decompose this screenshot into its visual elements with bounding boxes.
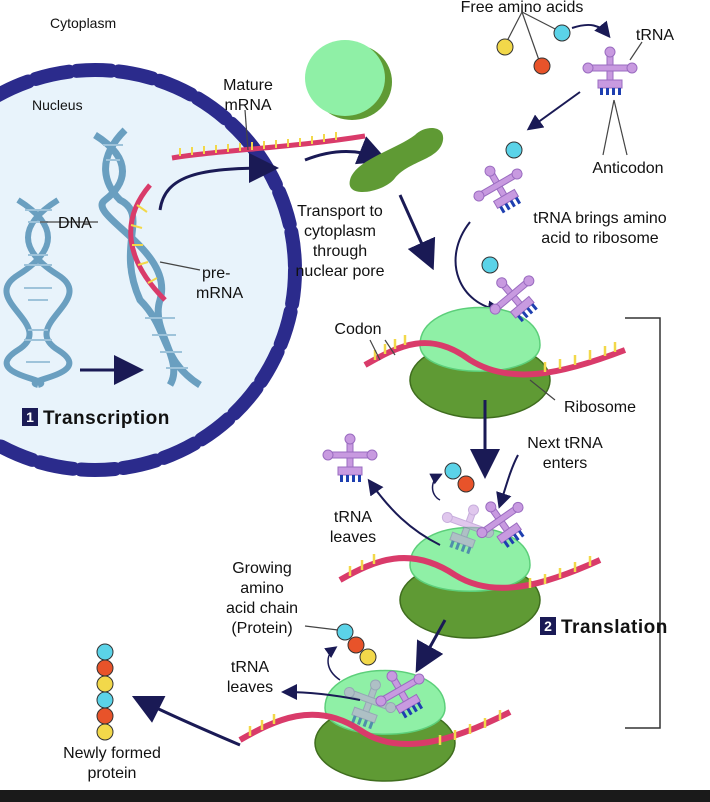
- label-growing-line4: (Protein): [231, 620, 292, 637]
- step-translation: 2 Translation: [540, 617, 668, 638]
- label-mature-line2: mRNA: [224, 97, 271, 114]
- step-number: 1: [26, 409, 34, 425]
- label-growing-line3: acid chain: [226, 600, 298, 617]
- label-transport-line1: Transport to: [297, 203, 383, 220]
- trna-free: [582, 46, 638, 96]
- label-cytoplasm: Cytoplasm: [50, 15, 116, 31]
- label-next-trna-line2: enters: [543, 455, 587, 472]
- step-number: 2: [544, 618, 552, 634]
- arrow-protein-release: [131, 695, 241, 747]
- label-transport-line3: through: [313, 243, 367, 260]
- step-transcription: 1 Transcription: [22, 408, 170, 429]
- step-title-translation: Translation: [561, 617, 668, 638]
- label-codon: Codon: [334, 321, 381, 338]
- arrow-stage2-trna-leaves: [367, 478, 441, 546]
- label-anticodon: Anticodon: [592, 160, 663, 177]
- ribosome-small-subunit-free: [349, 128, 444, 193]
- step-number-badge: [540, 617, 556, 635]
- label-trna-leaves-b-line1: tRNA: [231, 659, 270, 676]
- arrow-trna-to-cytoplasm: [526, 91, 581, 131]
- label-next-trna-line1: Next tRNA: [527, 435, 603, 452]
- trna-leaving-stage2: [322, 433, 378, 483]
- newly-formed-protein: [96, 643, 114, 741]
- label-dna: DNA: [58, 215, 92, 232]
- dna-helix-left: [3, 197, 73, 388]
- label-trna: tRNA: [636, 27, 675, 44]
- arrow-down-to-ribosome: [398, 194, 436, 271]
- translation-bracket: [625, 317, 661, 729]
- arrow-amino-to-trna: [571, 20, 611, 39]
- arrow-amino-from-trna-stage2: [429, 473, 443, 501]
- translation-stage-2: [338, 462, 602, 639]
- arrow-trna-to-ribosome: [454, 221, 504, 317]
- bottom-bar: [0, 790, 710, 802]
- label-trna-brings-line1: tRNA brings amino: [533, 210, 666, 227]
- translation-stage-1: [363, 256, 627, 419]
- label-pre-mrna-line2: mRNA: [196, 285, 243, 302]
- arrow-through-pore: [304, 136, 389, 165]
- label-trna-leaves-a-line2: leaves: [330, 529, 376, 546]
- label-growing-line1: Growing: [232, 560, 292, 577]
- label-newly-formed-line1: Newly formed: [63, 745, 161, 762]
- label-transport-line2: cytoplasm: [304, 223, 376, 240]
- arrow-amino-from-trna-stage3: [324, 646, 341, 681]
- arrow-next-trna-enters: [496, 454, 519, 509]
- translation-stage-3: [238, 623, 512, 782]
- arrow-mrna-out: [158, 153, 279, 211]
- label-nucleus: Nucleus: [32, 97, 83, 113]
- label-growing-line2: amino: [240, 580, 284, 597]
- free-amino-acids: [496, 11, 571, 75]
- label-pre-mrna-line1: pre-: [202, 265, 230, 282]
- label-transport-line4: nuclear pore: [296, 263, 385, 280]
- mature-mrna: [171, 132, 366, 161]
- step-number-badge: [22, 408, 38, 426]
- trna-bringing-amino-acid: [463, 141, 536, 223]
- arrow-stage2-to-stage3: [415, 619, 447, 673]
- dna-transcription: [93, 127, 202, 388]
- ribosome-large-subunit-free: [305, 40, 392, 120]
- step-title-transcription: Transcription: [43, 408, 170, 429]
- label-trna-brings-line2: acid to ribosome: [541, 230, 658, 247]
- label-trna-leaves-a-line1: tRNA: [334, 509, 373, 526]
- arrow-stage3-trna-leaves: [281, 684, 361, 701]
- label-trna-leaves-b-line2: leaves: [227, 679, 273, 696]
- label-mature-line1: Mature: [223, 77, 273, 94]
- label-ribosome: Ribosome: [564, 399, 636, 416]
- label-free-amino-acids: Free amino acids: [461, 0, 584, 16]
- label-newly-formed-line2: protein: [88, 765, 137, 782]
